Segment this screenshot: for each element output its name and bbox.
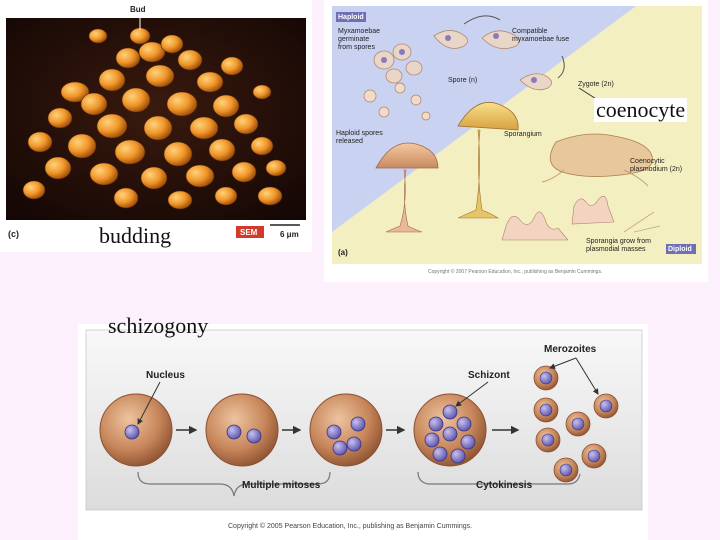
zygote-label: Zygote (2n) [578, 81, 614, 88]
sem-badge: SEM [240, 228, 258, 237]
slime-mold-life-cycle-diagram [332, 6, 702, 264]
haploid-spores-released-label: Haploid spores released [336, 130, 383, 145]
schizogony-caption: schizogony [108, 313, 209, 338]
multiple-mitoses-label: Multiple mitoses [242, 480, 321, 491]
schizogony-copyright: Copyright © 2005 Pearson Education, Inc.… [228, 523, 473, 530]
schizogony-panel: Nucleus Schizont Merozoites Multiple mit… [78, 324, 648, 540]
sporangium-label: Sporangium [504, 131, 542, 138]
yeast-sem-image [6, 14, 306, 238]
coenocyte-caption: coenocyte [594, 97, 688, 122]
sporangia-grow-label: Sporangia grow from plasmodial masses [586, 238, 651, 253]
scale-bar-label: 6 μm [280, 230, 299, 239]
budding-caption: budding [97, 223, 174, 248]
yeast-part-label: (c) [8, 229, 19, 239]
slime-mold-panel: Haploid Diploid Myxamoebae germinate fro… [324, 0, 708, 282]
schizogony-diagram [85, 329, 643, 511]
coenocytic-plasmodium-label: Coenocytic plasmodium (2n) [630, 158, 683, 173]
diploid-tag: Diploid [668, 246, 692, 253]
merozoites-label: Merozoites [544, 344, 597, 355]
myxamoebae-germinate-label: Myxamoebae germinate from spores [338, 28, 381, 51]
slime-mold-part-label: (a) [338, 248, 348, 257]
slime-mold-copyright: Copyright © 2007 Pearson Education, Inc.… [428, 269, 603, 275]
spore-label: Spore (n) [448, 77, 478, 84]
schizont-label: Schizont [468, 370, 510, 381]
yeast-budding-panel: Bud (c) SEM 6 μm budding [0, 0, 312, 252]
nucleus-label: Nucleus [146, 370, 185, 381]
bud-label: Bud [130, 5, 146, 14]
cytokinesis-label: Cytokinesis [476, 480, 533, 491]
haploid-tag: Haploid [338, 14, 364, 21]
compatible-fuse-label: Compatible myxamoebae fuse [512, 28, 570, 43]
